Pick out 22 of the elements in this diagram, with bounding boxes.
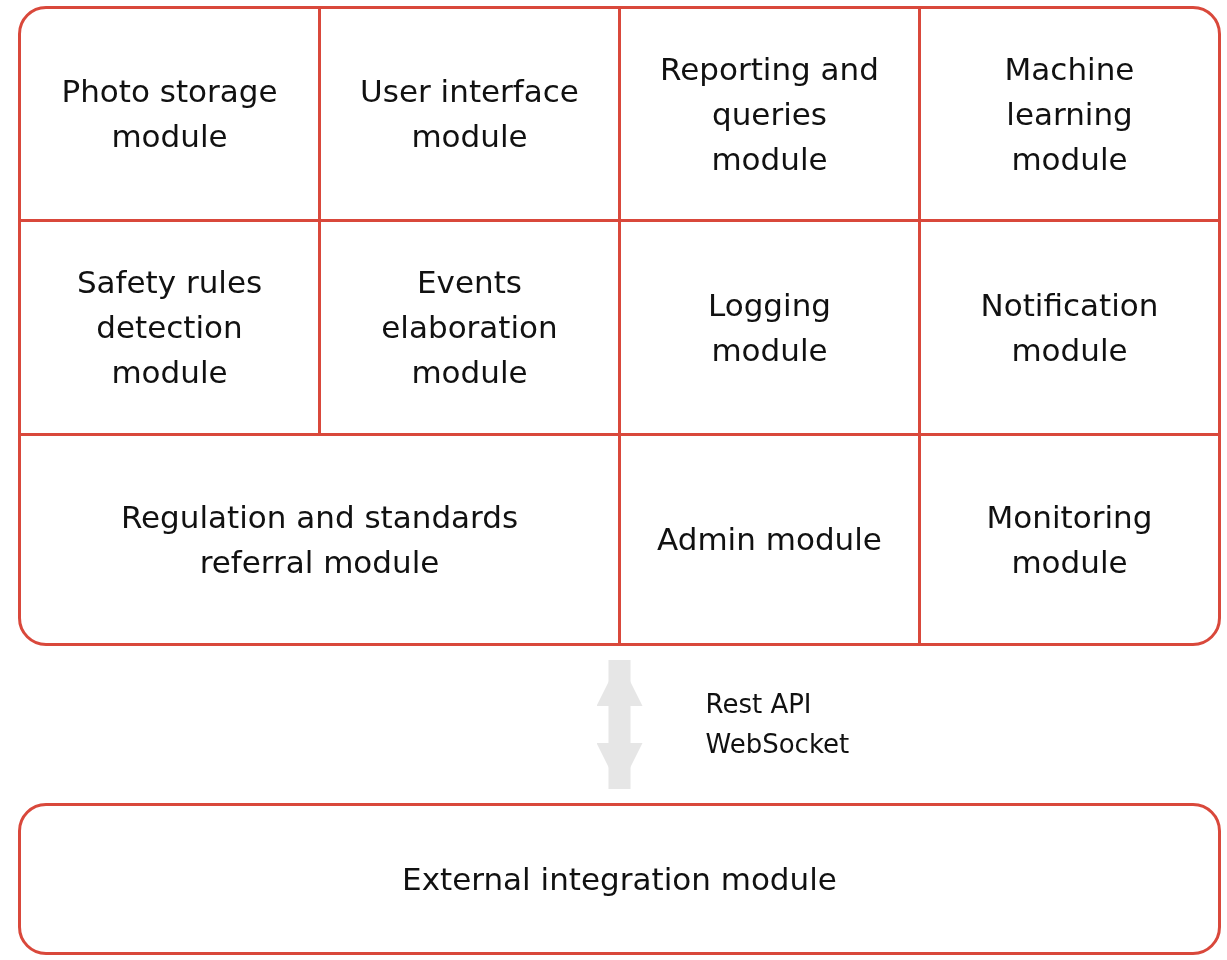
edge-label: Rest API WebSocket xyxy=(705,688,851,761)
double-arrow xyxy=(596,660,643,789)
module-label: Admin module xyxy=(657,520,882,559)
module-label: Reporting and queries module xyxy=(659,49,880,179)
module-box xyxy=(321,222,621,436)
module-label: Regulation and standards referral module xyxy=(119,497,520,582)
module-box xyxy=(321,9,621,222)
module-label: Notification module xyxy=(979,285,1160,370)
module-label: Safety rules detection module xyxy=(75,263,264,392)
module-box xyxy=(621,9,921,222)
module-container xyxy=(18,6,1221,646)
module-label: Monitoring module xyxy=(985,497,1154,582)
module-label: Machine learning module xyxy=(1003,49,1136,179)
module-box xyxy=(21,222,321,436)
module-label: External integration module xyxy=(402,859,837,899)
module-box xyxy=(21,9,321,222)
module-box xyxy=(621,222,921,436)
module-label: Events elaboration module xyxy=(380,263,559,392)
module-box xyxy=(18,803,1221,955)
module-label: User interface module xyxy=(359,72,580,156)
module-label: Photo storage module xyxy=(60,72,279,156)
module-label: Logging module xyxy=(707,285,832,370)
